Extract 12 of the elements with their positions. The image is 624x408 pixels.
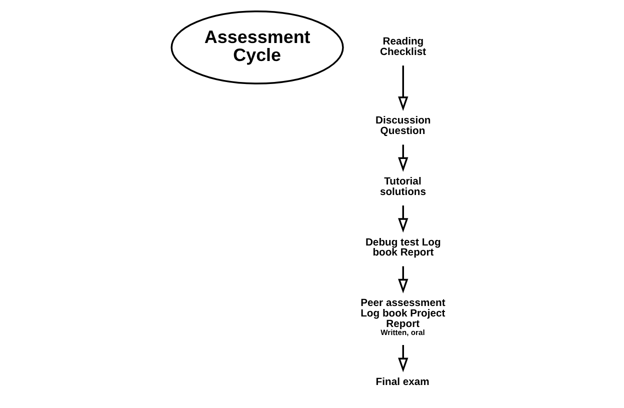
arrow — [398, 206, 408, 233]
node-text: Discussion Question — [374, 116, 430, 138]
node-text: Debug test Log book Report — [364, 237, 440, 259]
node-text: Final exam — [375, 376, 429, 388]
arrow — [398, 345, 408, 372]
arrow — [398, 266, 408, 294]
arrow — [398, 144, 408, 172]
node-ellipse: Assessment Cycle — [170, 10, 344, 84]
arrow — [398, 66, 408, 112]
node-text: Peer assessment Log book Project Report Written, oral — [360, 298, 445, 338]
node-text: Tutorial solutions — [379, 176, 426, 198]
node-text: Reading Checklist — [379, 36, 426, 58]
